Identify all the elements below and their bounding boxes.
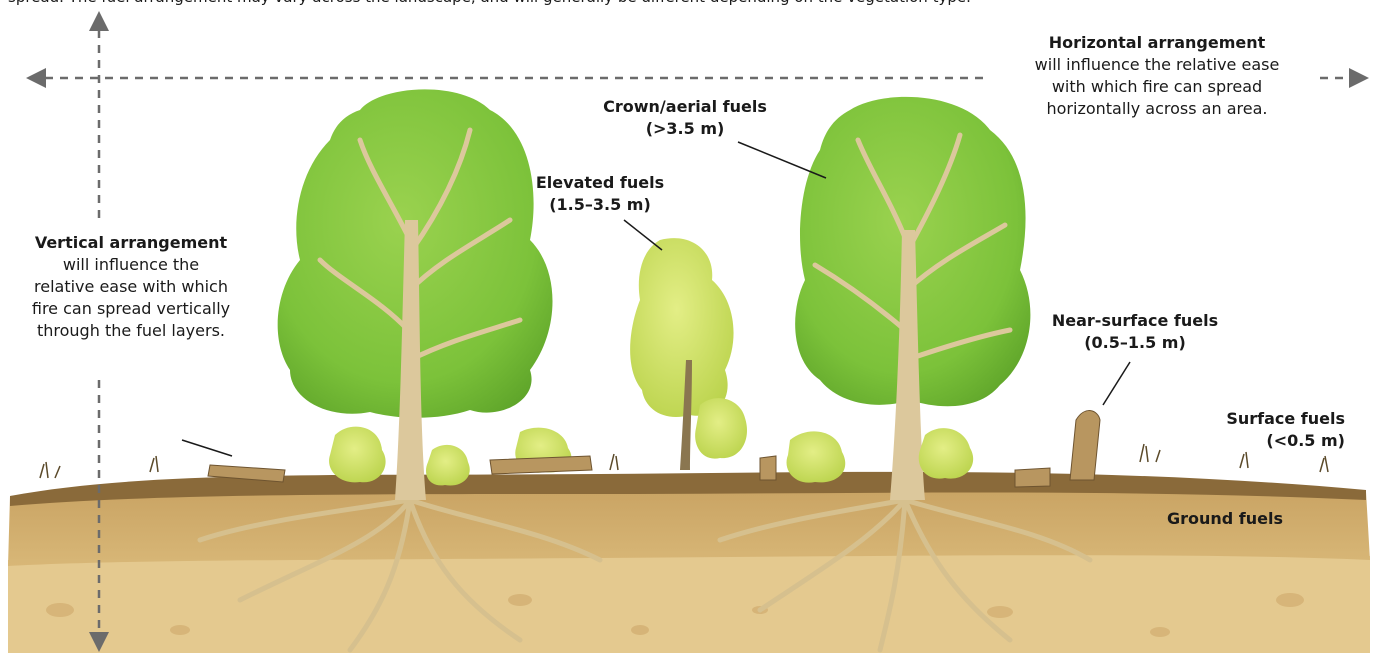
vertical-arrangement-label: Vertical arrangement will influence the … <box>0 232 262 342</box>
crown-fuels-name: Crown/aerial fuels <box>580 96 790 118</box>
vertical-line-3: fire can spread vertically <box>0 298 262 320</box>
vertical-arrangement-title: Vertical arrangement <box>0 232 262 254</box>
surface-fuels-label: Surface fuels (<0.5 m) <box>1195 408 1345 452</box>
surface-fuels-height: (<0.5 m) <box>1195 430 1345 452</box>
crown-fuels-height: (>3.5 m) <box>580 118 790 140</box>
horizontal-line-3: horizontally across an area. <box>992 98 1322 120</box>
top-caption: spread. The fuel arrangement may vary ac… <box>0 0 1375 8</box>
near-surface-fuels-name: Near-surface fuels <box>1035 310 1235 332</box>
horizontal-arrangement-title: Horizontal arrangement <box>992 32 1322 54</box>
horizontal-line-2: with which fire can spread <box>992 76 1322 98</box>
ground-fuels-name: Ground fuels <box>1150 508 1300 530</box>
ground-fuels-label: Ground fuels <box>1150 508 1300 530</box>
left-tree <box>278 89 553 500</box>
deep-soil-layer <box>8 548 1370 653</box>
vertical-line-1: will influence the <box>0 254 262 276</box>
elevated-fuels-name: Elevated fuels <box>520 172 680 194</box>
near-surface-fuels-height: (0.5–1.5 m) <box>1035 332 1235 354</box>
elevated-fuels-label: Elevated fuels (1.5–3.5 m) <box>520 172 680 216</box>
elevated-fuels-height: (1.5–3.5 m) <box>520 194 680 216</box>
crown-fuels-label: Crown/aerial fuels (>3.5 m) <box>580 96 790 140</box>
horizontal-line-1: will influence the relative ease <box>992 54 1322 76</box>
surface-fuels-name: Surface fuels <box>1195 408 1345 430</box>
vertical-line-2: relative ease with which <box>0 276 262 298</box>
vertical-line-4: through the fuel layers. <box>0 320 262 342</box>
horizontal-arrangement-label: Horizontal arrangement will influence th… <box>992 32 1322 120</box>
near-surface-fuels-label: Near-surface fuels (0.5–1.5 m) <box>1035 310 1235 354</box>
